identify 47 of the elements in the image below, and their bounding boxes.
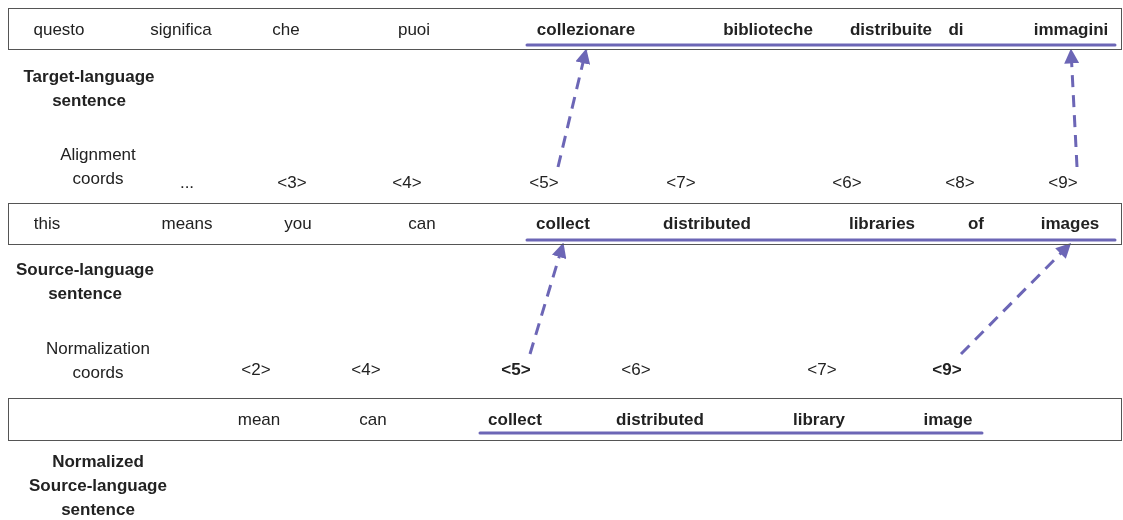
coordinate-tag: <6> (621, 360, 651, 380)
coordinate-tag: <6> (832, 173, 862, 193)
sentence-word: collect (536, 214, 590, 234)
coordinate-tag: <9> (1048, 173, 1078, 193)
sentence-word: distribuite (849, 20, 933, 40)
sentence-word: collect (488, 410, 542, 430)
sentence-word: di (948, 20, 964, 40)
sentence-word: can (359, 410, 387, 430)
sentence-word: libraries (848, 214, 916, 234)
coordinate-tag: <7> (807, 360, 837, 380)
sentence-heading: Normalized Source-language sentence (28, 451, 168, 520)
sentence-word: significa (150, 20, 212, 40)
sentence-word: collezionare (536, 20, 636, 40)
sentence-word: puoi (397, 20, 431, 40)
sentence-word: distributed (616, 410, 704, 430)
sentence-word: library (793, 410, 845, 430)
coordinate-tag: <9> (932, 360, 962, 380)
dashed-arrow (528, 242, 567, 355)
dashed-arrow (1064, 48, 1080, 168)
sentence-word: you (284, 214, 312, 234)
sentence-heading: Source-language sentence (15, 259, 155, 305)
sentence-word: can (408, 214, 436, 234)
row-label: Normalization coords (45, 338, 151, 384)
coordinate-tag: <3> (277, 173, 307, 193)
sentence-word: biblioteche (723, 20, 813, 40)
sentence-word: this (33, 214, 61, 234)
coordinate-tag: <2> (241, 360, 271, 380)
sentence-word: images (1040, 214, 1100, 234)
sentence-word: mean (237, 410, 281, 430)
sentence-word: means (161, 214, 213, 234)
sentence-word: distributed (663, 214, 751, 234)
coordinate-tag: <8> (945, 173, 975, 193)
coordinate-tag: <7> (666, 173, 696, 193)
sentence-word: of (967, 214, 984, 234)
coordinate-tag: <5> (529, 173, 559, 193)
sentence-word: image (923, 410, 973, 430)
coordinate-tag: <4> (392, 173, 422, 193)
sentence-word: che (272, 20, 300, 40)
coordinate-tag: ... (179, 173, 195, 193)
coordinate-tag: <4> (351, 360, 381, 380)
sentence-heading: Target-language sentence (22, 66, 156, 112)
sentence-word: immagini (1033, 20, 1109, 40)
sentence-word: questo (33, 20, 85, 40)
dashed-arrow (556, 48, 591, 168)
dashed-arrow (959, 242, 1072, 356)
coordinate-tag: <5> (501, 360, 531, 380)
row-label: Alignment coords (59, 144, 137, 190)
